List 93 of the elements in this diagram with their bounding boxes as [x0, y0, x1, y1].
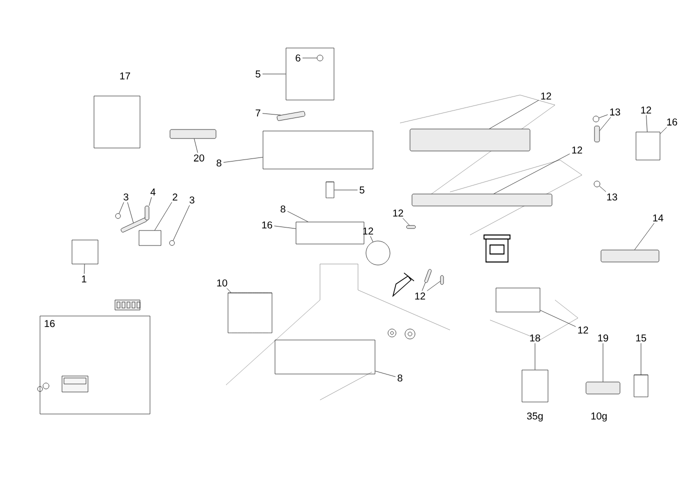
- leader-line: [599, 186, 606, 192]
- washer: [169, 240, 175, 246]
- base-housing: [274, 340, 376, 374]
- gear: [366, 240, 390, 266]
- leader-line: [127, 202, 134, 224]
- shaft: [326, 182, 334, 198]
- rod: [120, 218, 148, 232]
- key: [170, 129, 216, 139]
- callout-number: 12: [578, 326, 588, 334]
- callout-number: 13: [607, 193, 618, 201]
- callout-number: 14: [653, 214, 664, 222]
- leader-line: [600, 117, 611, 131]
- callout-number: 5: [256, 70, 260, 78]
- leader-line: [148, 196, 152, 206]
- callout-number: 12: [541, 92, 552, 100]
- pin: [144, 206, 150, 220]
- callout-number: 16: [262, 221, 272, 229]
- callout-number: 15: [636, 334, 646, 342]
- leader-line: [426, 281, 440, 291]
- quantity-label: 35g: [527, 412, 543, 422]
- profile: [410, 128, 530, 152]
- callout-number: 12: [393, 210, 404, 216]
- leader-line: [370, 236, 374, 242]
- callout-number: 3: [190, 196, 194, 204]
- end-cap: [636, 132, 660, 160]
- leader-line: [646, 115, 648, 132]
- ring: [594, 180, 600, 188]
- callout-number: 13: [610, 108, 620, 116]
- leader-line: [287, 211, 308, 222]
- callout-number: 2: [172, 194, 178, 200]
- callout-number: 8: [398, 374, 402, 382]
- callout-number: 8: [280, 205, 286, 213]
- washer: [115, 213, 121, 219]
- leader-line: [194, 138, 198, 153]
- plate: [72, 240, 98, 264]
- leader-line: [640, 342, 642, 375]
- capacitor: [634, 374, 648, 398]
- leader-line: [226, 288, 232, 293]
- group-frame: [286, 48, 334, 100]
- jar: [522, 370, 548, 402]
- leader-line: [375, 370, 396, 377]
- callout-number: 12: [415, 292, 426, 300]
- mounting-bracket: [600, 250, 660, 262]
- callout-number: 4: [150, 188, 156, 196]
- callout-number: 12: [363, 228, 374, 234]
- housing: [496, 288, 540, 312]
- motor: [228, 292, 272, 334]
- callout-number: 6: [296, 54, 300, 62]
- leader-line: [534, 343, 536, 370]
- leader-line: [602, 343, 604, 382]
- leader-line: [634, 222, 654, 250]
- motor-tube: [412, 194, 552, 206]
- gasket: [296, 222, 364, 244]
- screw: [440, 275, 444, 285]
- leader-line: [402, 218, 410, 226]
- callout-number: 7: [256, 110, 260, 116]
- leader-line: [154, 202, 172, 230]
- callout-number: 3: [124, 193, 128, 201]
- carton-box: [94, 96, 140, 148]
- callout-number: 5: [360, 186, 364, 194]
- leader-line: [598, 114, 608, 118]
- screw: [316, 54, 324, 62]
- callout-number: 17: [120, 72, 130, 80]
- callout-number: 20: [194, 154, 204, 162]
- pin: [424, 269, 432, 283]
- ring: [592, 116, 600, 122]
- group-frame: 16: [40, 316, 150, 414]
- leader-line: [262, 113, 281, 116]
- leader-line: [540, 310, 576, 327]
- cover: [262, 130, 374, 170]
- pin: [406, 225, 416, 229]
- callout-number: 16: [667, 118, 678, 126]
- callout-number: 12: [572, 146, 582, 154]
- callout-number: 19: [598, 334, 608, 342]
- bracket: [138, 230, 162, 246]
- callout-number: 10: [217, 279, 228, 287]
- callout-number: 18: [530, 334, 540, 342]
- callout-number: 8: [216, 159, 222, 167]
- leader-line: [489, 100, 539, 129]
- leader-line: [172, 205, 190, 241]
- callout-number: 1: [82, 276, 86, 282]
- grease-tube: [586, 382, 620, 394]
- leader-line: [223, 157, 263, 163]
- seal-strip: [276, 111, 306, 121]
- leader-line: [118, 202, 124, 214]
- quantity-label: 10g: [591, 412, 607, 422]
- leader-line: [494, 154, 570, 194]
- callout-number: 12: [641, 106, 652, 114]
- leader-line: [84, 264, 85, 274]
- pin: [594, 126, 600, 142]
- leader-line: [660, 127, 667, 134]
- leader-line: [422, 282, 426, 291]
- leader-line: [274, 226, 296, 229]
